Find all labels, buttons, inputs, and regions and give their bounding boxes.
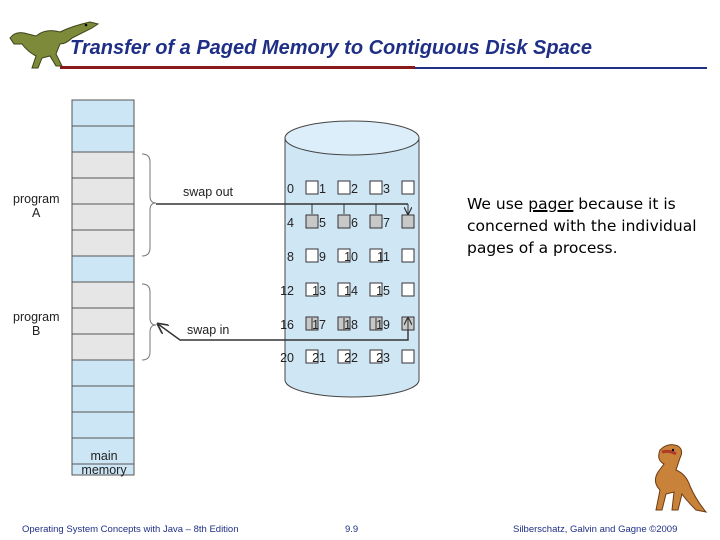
title-underline-right bbox=[415, 67, 707, 69]
disk-page-number: 22 bbox=[344, 351, 358, 365]
pager-term: pager bbox=[528, 195, 574, 213]
disk-page-number: 4 bbox=[287, 216, 294, 230]
program-page-frame bbox=[71, 229, 135, 257]
disk-page-number: 5 bbox=[319, 216, 326, 230]
disk-page-box bbox=[305, 349, 319, 364]
disk-page-number: 8 bbox=[287, 250, 294, 264]
disk-page-number: 1 bbox=[319, 182, 326, 196]
disk-top bbox=[284, 120, 420, 156]
disk-page-box bbox=[401, 349, 415, 364]
memory-frame bbox=[71, 255, 135, 283]
disk-page-number: 17 bbox=[312, 318, 326, 332]
memory-frame bbox=[71, 411, 135, 439]
disk-page-box bbox=[305, 282, 319, 297]
dinosaur-mascot-icon bbox=[654, 444, 708, 513]
disk-page-number: 2 bbox=[351, 182, 358, 196]
disk-page-box bbox=[337, 248, 351, 263]
title-underline-left bbox=[60, 66, 415, 69]
disk-page-box bbox=[305, 214, 319, 229]
memory-frame bbox=[71, 385, 135, 413]
memory-frame bbox=[71, 359, 135, 387]
explanation-text: We use pager because it is concerned wit… bbox=[467, 195, 697, 257]
disk-page-box bbox=[337, 282, 351, 297]
disk-page-box bbox=[401, 282, 415, 297]
swap-in-line bbox=[158, 324, 409, 341]
disk-page-box bbox=[401, 180, 415, 195]
disk-page-box bbox=[305, 248, 319, 263]
disk-page-box bbox=[369, 282, 383, 297]
disk-page-number: 12 bbox=[280, 284, 294, 298]
dinosaur-logo-icon bbox=[9, 21, 100, 69]
main-memory-label: main memory bbox=[81, 449, 127, 477]
program-a-brace bbox=[141, 153, 157, 257]
disk-page-number: 16 bbox=[280, 318, 294, 332]
disk-page-number: 23 bbox=[376, 351, 390, 365]
disk-page-number: 15 bbox=[376, 284, 390, 298]
disk-page-box bbox=[305, 180, 319, 195]
disk-page-box bbox=[369, 248, 383, 263]
disk-page-number: 0 bbox=[287, 182, 294, 196]
disk-page-box bbox=[401, 248, 415, 263]
disk-page-number: 13 bbox=[312, 284, 326, 298]
program-b-label: program B bbox=[13, 310, 60, 338]
program-page-frame bbox=[71, 151, 135, 179]
disk-page-number: 6 bbox=[351, 216, 358, 230]
program-page-frame bbox=[71, 281, 135, 309]
disk-page-number: 20 bbox=[280, 351, 294, 365]
memory-frame bbox=[71, 125, 135, 153]
swap-out-label: swap out bbox=[183, 185, 234, 199]
disk-page-box bbox=[337, 349, 351, 364]
disk-page-number: 9 bbox=[319, 250, 326, 264]
disk-page-number: 19 bbox=[376, 318, 390, 332]
disk-page-number: 3 bbox=[383, 182, 390, 196]
disk-page-box bbox=[369, 349, 383, 364]
disk-page-number: 14 bbox=[344, 284, 358, 298]
memory-frame bbox=[71, 99, 135, 127]
swap-out-arrows bbox=[311, 204, 408, 214]
program-page-frame bbox=[71, 307, 135, 335]
disk-page-number: 7 bbox=[383, 216, 390, 230]
memory-frames bbox=[71, 99, 135, 465]
program-page-frame bbox=[71, 333, 135, 361]
disk-body bbox=[284, 138, 420, 398]
disk-page-box bbox=[369, 214, 383, 229]
program-page-frame bbox=[71, 203, 135, 231]
footer-page-number: 9.9 bbox=[345, 524, 359, 535]
footer-authors: Silberschatz, Galvin and Gagne ©2009 bbox=[513, 524, 678, 535]
disk-page-number: 11 bbox=[377, 250, 390, 264]
program-b-brace bbox=[141, 283, 157, 361]
disk-page-number: 18 bbox=[344, 318, 358, 332]
swap-in-label: swap in bbox=[187, 323, 230, 337]
slide-title: Transfer of a Paged Memory to Contiguous… bbox=[70, 37, 592, 59]
disk-page-box bbox=[337, 180, 351, 195]
disk-page-box bbox=[369, 180, 383, 195]
program-page-frame bbox=[71, 177, 135, 205]
memory-frame bbox=[71, 437, 135, 465]
swap-in-arrows bbox=[311, 318, 408, 330]
program-a-label: program A bbox=[13, 192, 60, 220]
footer-book-title: Operating System Concepts with Java – 8t… bbox=[22, 524, 239, 535]
disk-page-box bbox=[401, 214, 415, 229]
disk-page-number: 10 bbox=[344, 250, 358, 264]
disk-page-box bbox=[337, 214, 351, 229]
disk-page-number: 21 bbox=[312, 351, 326, 365]
